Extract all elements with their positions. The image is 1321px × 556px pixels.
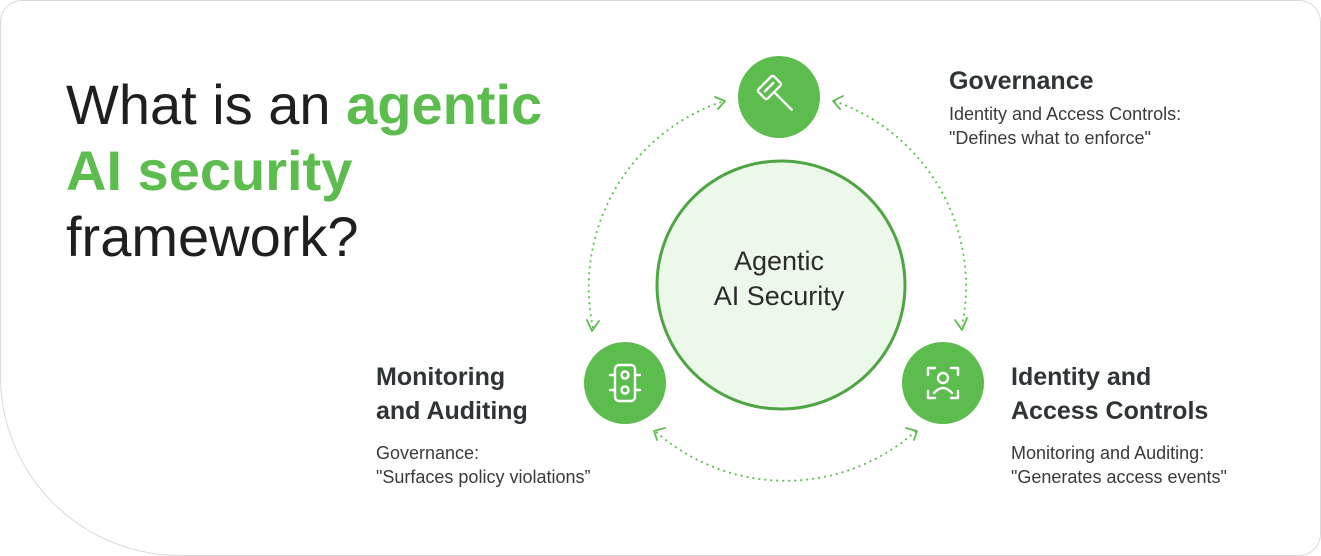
monitoring-desc-line2: "Surfaces policy violations” [376,467,591,487]
identity-title-line1: Identity and [1011,363,1152,391]
governance-desc-line1: Identity and Access Controls: [949,104,1182,124]
governance-node [738,56,820,138]
arrowhead-near-governance-right [832,95,844,110]
governance-desc-line2: "Defines what to enforce" [949,128,1151,148]
identity-desc-line1: Monitoring and Auditing: [1011,443,1205,463]
title-plain-1: What is an [66,73,347,136]
governance-label: Governance Identity and Access Controls:… [949,64,1181,150]
identity-label: Identity and Access Controls Monitoring … [1011,360,1227,489]
gavel-icon [756,74,793,111]
identity-node [902,342,984,424]
title-accent-1: agentic [346,73,543,136]
page-title: What is an agentic AI security framework… [66,72,542,270]
monitoring-label: Monitoring and Auditing Governance: "Sur… [376,360,590,489]
identity-desc-line2: "Generates access events" [1011,467,1227,487]
arc-monitoring-to-governance [587,100,725,329]
identity-title-line2: Access Controls [1011,397,1209,425]
arrowhead-near-identity-bottom [905,427,918,441]
title-plain-2: framework? [66,205,359,268]
arrowhead-near-monitoring-bottom [653,427,666,441]
monitoring-title-line2: and Auditing [376,397,528,425]
arrowhead-near-monitoring-top [586,319,600,332]
traffic-light-icon [608,363,642,403]
monitoring-desc-line1: Governance: [376,443,480,463]
arrowhead-near-governance-left [714,96,726,110]
arc-identity-to-monitoring [654,430,917,482]
governance-title: Governance [949,67,1094,95]
center-circle [655,159,907,411]
user-scan-icon [926,366,960,400]
center-label-line1: Agentic [734,246,824,276]
monitoring-node [584,342,666,424]
monitoring-title-line1: Monitoring [376,363,506,391]
center-label-line2: AI Security [714,281,845,311]
title-accent-2: AI security [66,139,353,202]
arrowhead-near-identity-top [954,317,968,331]
